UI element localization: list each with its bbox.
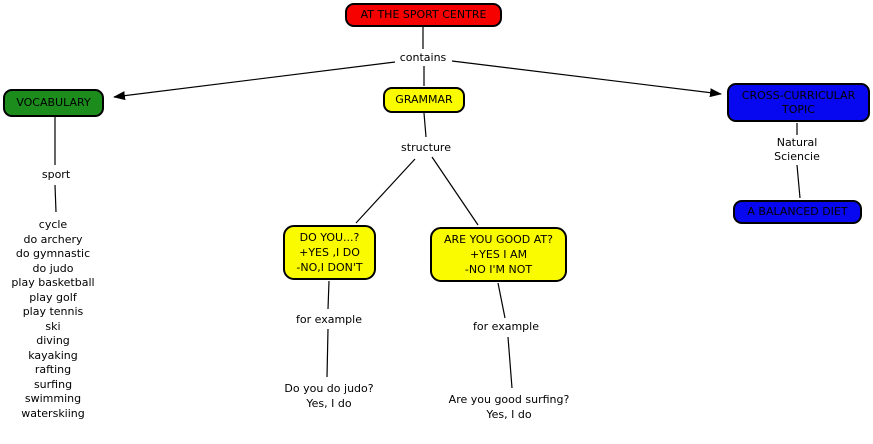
sport-list-item: ski	[45, 319, 61, 333]
edge-doyou-forexample	[327, 280, 330, 310]
edge-label-sport: sport	[39, 168, 73, 181]
cross-topic-subject-line1: Natural	[776, 136, 818, 149]
edge-forexample-left-example	[326, 328, 329, 378]
node-do-you-line3: -NO,I DON'T	[296, 261, 363, 274]
sport-list-item: swimming	[24, 392, 82, 405]
sport-list: cycle do archery do gymnastic do judo pl…	[11, 218, 94, 421]
example-left-answer: Yes, I do	[306, 397, 352, 410]
edge-grammar-structure	[423, 112, 427, 138]
node-are-you-line3: -NO I'M NOT	[464, 263, 533, 276]
node-cross-curricular-label: CROSS-CURRICULAR TOPIC	[741, 88, 856, 116]
edge-label-structure: structure	[399, 141, 453, 154]
example-right-answer: Yes, I do	[486, 408, 532, 421]
node-root-label: AT THE SPORT CENTRE	[360, 8, 487, 21]
sport-list-item: play basketball	[11, 276, 95, 289]
cross-topic-subject: Natural Sciencie	[774, 136, 820, 164]
node-are-you[interactable]: ARE YOU GOOD AT? +YES I AM -NO I'M NOT	[430, 227, 567, 282]
example-right-question: Are you good surfing?	[448, 393, 570, 406]
node-do-you-line2: +YES ,I DO	[299, 246, 360, 259]
node-vocabulary[interactable]: VOCABULARY	[3, 89, 104, 117]
sport-list-item: play tennis	[22, 305, 84, 318]
node-grammar[interactable]: GRAMMAR	[383, 87, 465, 113]
sport-list-item: diving	[36, 334, 70, 347]
edge-label-for-example-left: for example	[294, 313, 364, 326]
node-do-you-line1: DO YOU...?	[299, 231, 360, 244]
node-cross-curricular[interactable]: CROSS-CURRICULAR TOPIC	[727, 83, 870, 122]
edge-structure-doyou	[355, 158, 416, 224]
sport-list-item: kayaking	[28, 348, 78, 362]
edge-label-contains: contains	[397, 51, 449, 64]
edge-areyou-forexample	[497, 282, 506, 319]
edge-label-for-example-right: for example	[471, 320, 541, 333]
sport-list-item: do gymnastic	[15, 247, 91, 260]
sport-list-item: rafting	[34, 363, 72, 376]
sport-list-item: waterskiing	[21, 406, 85, 420]
edge-forexample-right-example	[507, 336, 513, 389]
sport-list-item: cycle	[38, 218, 68, 231]
node-balanced-diet[interactable]: A BALANCED DIET	[733, 200, 862, 224]
example-left-question: Do you do judo?	[284, 382, 374, 395]
edge-contains-vocabulary	[113, 61, 396, 101]
node-root[interactable]: AT THE SPORT CENTRE	[345, 3, 502, 27]
sport-list-item: play golf	[29, 290, 77, 304]
sport-list-item: surfing	[33, 377, 73, 391]
sport-list-item: do judo	[32, 261, 74, 275]
cross-topic-subject-line2: Sciencie	[774, 150, 820, 163]
node-grammar-label: GRAMMAR	[395, 93, 453, 106]
edge-natural-balanceddiet	[796, 164, 801, 199]
example-right: Are you good surfing? Yes, I do	[449, 392, 570, 422]
node-do-you[interactable]: DO YOU...? +YES ,I DO -NO,I DON'T	[283, 225, 376, 280]
edge-structure-areyou	[431, 156, 479, 226]
sport-list-item: do archery	[23, 232, 83, 246]
example-left: Do you do judo? Yes, I do	[284, 381, 373, 411]
node-balanced-diet-label: A BALANCED DIET	[747, 205, 848, 218]
node-are-you-line1: ARE YOU GOOD AT?	[444, 233, 553, 246]
edge-contains-crosscurricular	[451, 60, 722, 98]
node-vocabulary-label: VOCABULARY	[16, 96, 91, 109]
node-are-you-line2: +YES I AM	[469, 248, 528, 261]
edge-sport-list	[54, 184, 57, 213]
